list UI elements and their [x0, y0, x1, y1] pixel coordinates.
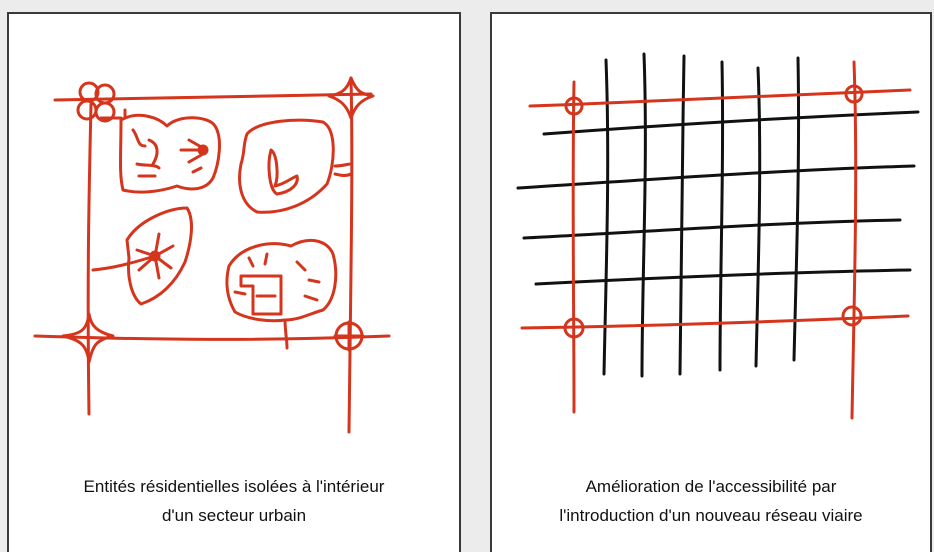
residential-block-4: [225, 238, 338, 323]
grid-vertical-3: [678, 54, 686, 376]
isolated-residential-sketch: [33, 76, 391, 434]
grid-vertical-4: [718, 60, 725, 372]
main-street-top: [528, 88, 912, 108]
diamond-roundabout-icon: [327, 76, 375, 120]
flower-roundabout-icon: [76, 81, 116, 123]
residential-block-2: [238, 118, 335, 214]
left-caption-line-2: d'un secteur urbain: [161, 506, 307, 525]
grid-horizontal-1: [542, 110, 920, 136]
right-caption: Amélioration de l'accessibilité par l'in…: [492, 472, 930, 530]
residential-block-1: [119, 113, 221, 194]
grid-vertical-1: [602, 58, 610, 376]
right-panel: Amélioration de l'accessibilité par l'in…: [490, 12, 932, 552]
grid-horizontal-3: [522, 218, 902, 240]
star-roundabout-icon: [61, 312, 115, 364]
left-street: [86, 102, 93, 416]
main-streets: [520, 60, 912, 420]
left-caption: Entités résidentielles isolées à l'intér…: [9, 472, 459, 530]
circle-roundabout-icon: [333, 320, 365, 352]
grid-vertical-2: [640, 52, 647, 378]
grid-vertical-6: [792, 56, 801, 362]
grid-vertical-5: [754, 66, 762, 368]
right-caption-line-2: l'introduction d'un nouveau réseau viair…: [559, 506, 863, 525]
new-street-network-sketch: [516, 52, 920, 420]
grid-horizontal-2: [516, 164, 916, 190]
right-caption-line-1: Amélioration de l'accessibilité par: [585, 477, 837, 496]
residential-block-3: [125, 206, 193, 306]
bottom-street: [33, 334, 391, 341]
main-street-right: [850, 60, 858, 420]
left-caption-line-1: Entités résidentielles isolées à l'intér…: [83, 477, 385, 496]
right-street: [347, 76, 354, 434]
main-street-left: [571, 80, 576, 414]
top-street: [53, 92, 373, 102]
roundabout-icon: [563, 84, 864, 339]
left-panel: Entités résidentielles isolées à l'intér…: [7, 12, 461, 552]
